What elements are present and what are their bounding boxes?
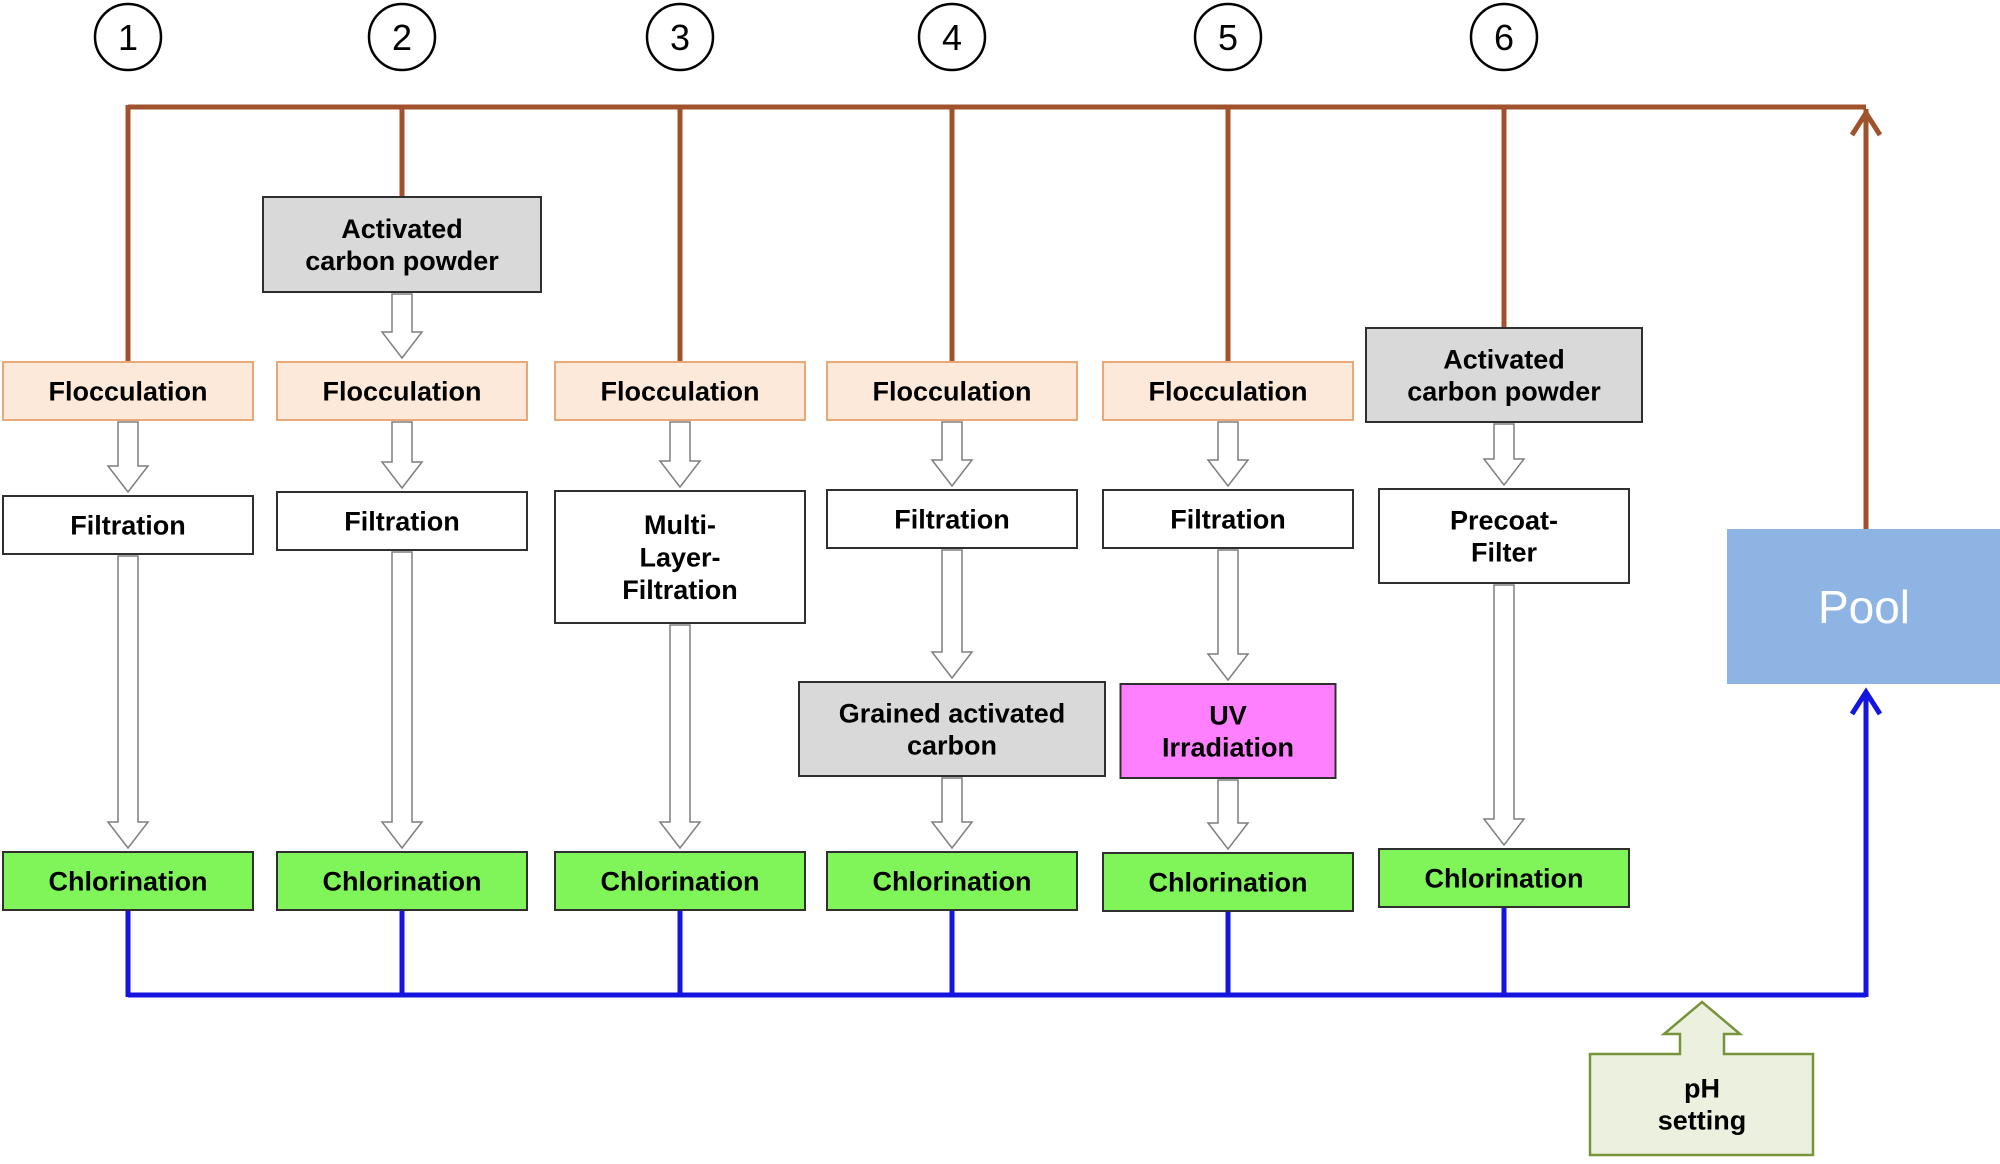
flow-arrow: [380, 421, 424, 490]
train-number-label: 4: [942, 17, 962, 58]
chlorination-box: [1378, 848, 1630, 908]
flocculation-label: Flocculation: [322, 376, 481, 406]
filtration-box: [1102, 489, 1354, 549]
grained-activated-carbon-box: [798, 681, 1106, 777]
process-boxes: FlocculationFiltrationChlorinationActiva…: [2, 196, 1643, 912]
filtration-label: Filtration: [1170, 504, 1286, 534]
activated-carbon-powder-box: [1365, 327, 1643, 423]
flocculation-label: Flocculation: [600, 376, 759, 406]
chlorination-label: Chlorination: [1425, 863, 1584, 893]
flocculation-box: [1102, 361, 1354, 421]
flow-arrow: [658, 624, 702, 850]
filtration-label: Filtration: [344, 506, 460, 536]
train-number-label: 6: [1494, 17, 1514, 58]
filtration-box: [2, 495, 254, 555]
chlorination-box: [2, 851, 254, 911]
train-number-circle: [1469, 2, 1539, 72]
train-numbers: 1 2 3 4 5 6: [93, 2, 1539, 72]
pool-box: [1727, 529, 2000, 684]
precoat-filter-box: [1378, 488, 1630, 584]
chlorination-label: Chlorination: [1149, 867, 1308, 897]
train-number-label: 2: [392, 17, 412, 58]
flow-arrow: [1206, 421, 1250, 488]
chlorination-label: Chlorination: [323, 866, 482, 896]
precoat-filter-label: Precoat-Filter: [1450, 505, 1558, 567]
train-number-circle: [1193, 2, 1263, 72]
filtration-label: Filtration: [894, 504, 1010, 534]
flow-arrow: [1482, 584, 1526, 847]
flow-arrow: [930, 421, 974, 488]
train-number-circle: [93, 2, 163, 72]
pool-label: Pool: [1818, 581, 1910, 633]
multi-layer-filtration-label: Multi-Layer-Filtration: [622, 510, 738, 605]
flow-arrow: [106, 555, 150, 850]
flocculation-label: Flocculation: [48, 376, 207, 406]
chlorination-box: [276, 851, 528, 911]
multi-layer-filtration-box: [554, 490, 806, 624]
train-number-circle: [367, 2, 437, 72]
chlorination-box: [1102, 852, 1354, 912]
raw-line-arrowhead: [1849, 108, 1883, 137]
flocculation-label: Flocculation: [872, 376, 1031, 406]
flow-arrow: [1206, 549, 1250, 682]
filtration-box: [826, 489, 1078, 549]
flow-arrow: [658, 421, 702, 489]
chlorination-label: Chlorination: [873, 866, 1032, 896]
flocculation-box: [2, 361, 254, 421]
flocculation-box: [554, 361, 806, 421]
flow-arrow: [1482, 423, 1526, 487]
flow-arrow: [930, 777, 974, 850]
treated-line-arrowhead: [1849, 687, 1883, 716]
flocculation-label: Flocculation: [1148, 376, 1307, 406]
flow-arrow: [380, 551, 424, 850]
chlorination-label: Chlorination: [601, 866, 760, 896]
treatment-train-3: FlocculationMulti-Layer-FiltrationChlori…: [554, 361, 806, 911]
uv-irradiation-box: [1119, 683, 1337, 779]
chlorination-box: [826, 851, 1078, 911]
chlorination-box: [554, 851, 806, 911]
train-number-label: 5: [1218, 17, 1238, 58]
train-number-label: 3: [670, 17, 690, 58]
connection-lines: [125, 104, 1883, 998]
train-number-label: 1: [118, 17, 138, 58]
flow-arrow: [930, 549, 974, 680]
activated-carbon-powder-box: [262, 196, 542, 293]
flocculation-box: [826, 361, 1078, 421]
flow-arrow: [106, 421, 150, 494]
filtration-label: Filtration: [70, 510, 186, 540]
train-number-circle: [645, 2, 715, 72]
filtration-box: [276, 491, 528, 551]
flocculation-box: [276, 361, 528, 421]
flow-arrow: [380, 293, 424, 360]
train-number-circle: [917, 2, 987, 72]
ph-setting-box: [1588, 1000, 1815, 1157]
flow-arrow: [1206, 779, 1250, 851]
chlorination-label: Chlorination: [49, 866, 208, 896]
flow-arrows: [106, 293, 1526, 851]
